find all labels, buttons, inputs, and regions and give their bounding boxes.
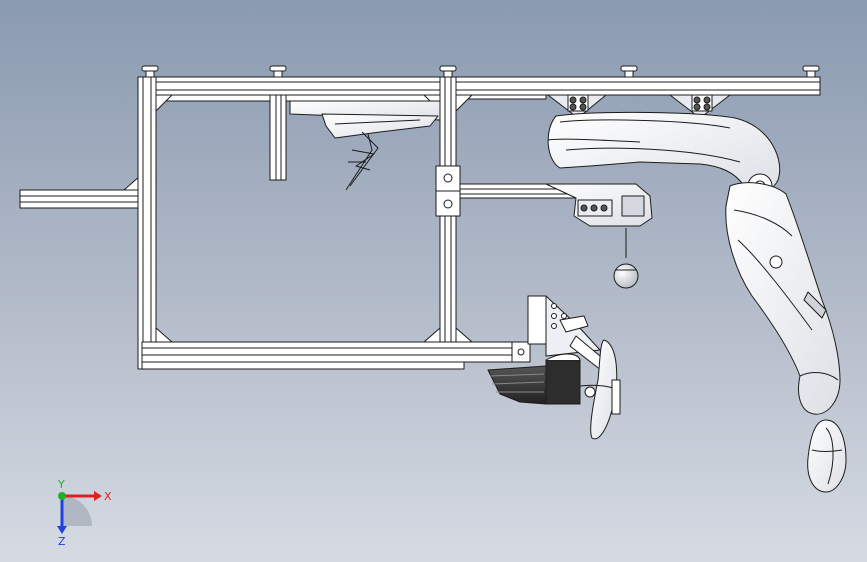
leveling-foot [802,65,820,78]
hanging-post [269,94,287,181]
robot-lower-arm [725,182,841,415]
leveling-foot [439,65,457,78]
simulator-assembly [19,65,847,493]
rail-hangers [547,94,731,119]
triad-plane-icon [62,496,92,526]
left-shaft [19,175,143,209]
z-axis-label: Z [58,535,66,548]
left-post [137,76,173,370]
x-axis-label: X [104,490,112,503]
pedal-linkage [345,131,379,191]
leveling-foot [269,65,287,78]
leveling-foot [141,65,159,78]
corner-joint [435,165,461,217]
x-axis-arrowhead [94,491,102,501]
bottom-rail [141,341,523,370]
y-axis-label: Y [57,478,65,491]
top-mount-bracket [289,100,441,139]
top-rail [137,76,821,102]
leveling-foot [620,65,638,78]
y-axis-dot [58,492,66,500]
end-effector [807,419,847,493]
z-axis-arrowhead [57,526,67,534]
coordinate-triad: X Y Z [57,478,112,548]
steering-assembly [487,295,621,440]
leveling-feet [141,65,820,78]
motor-pod [545,183,653,289]
